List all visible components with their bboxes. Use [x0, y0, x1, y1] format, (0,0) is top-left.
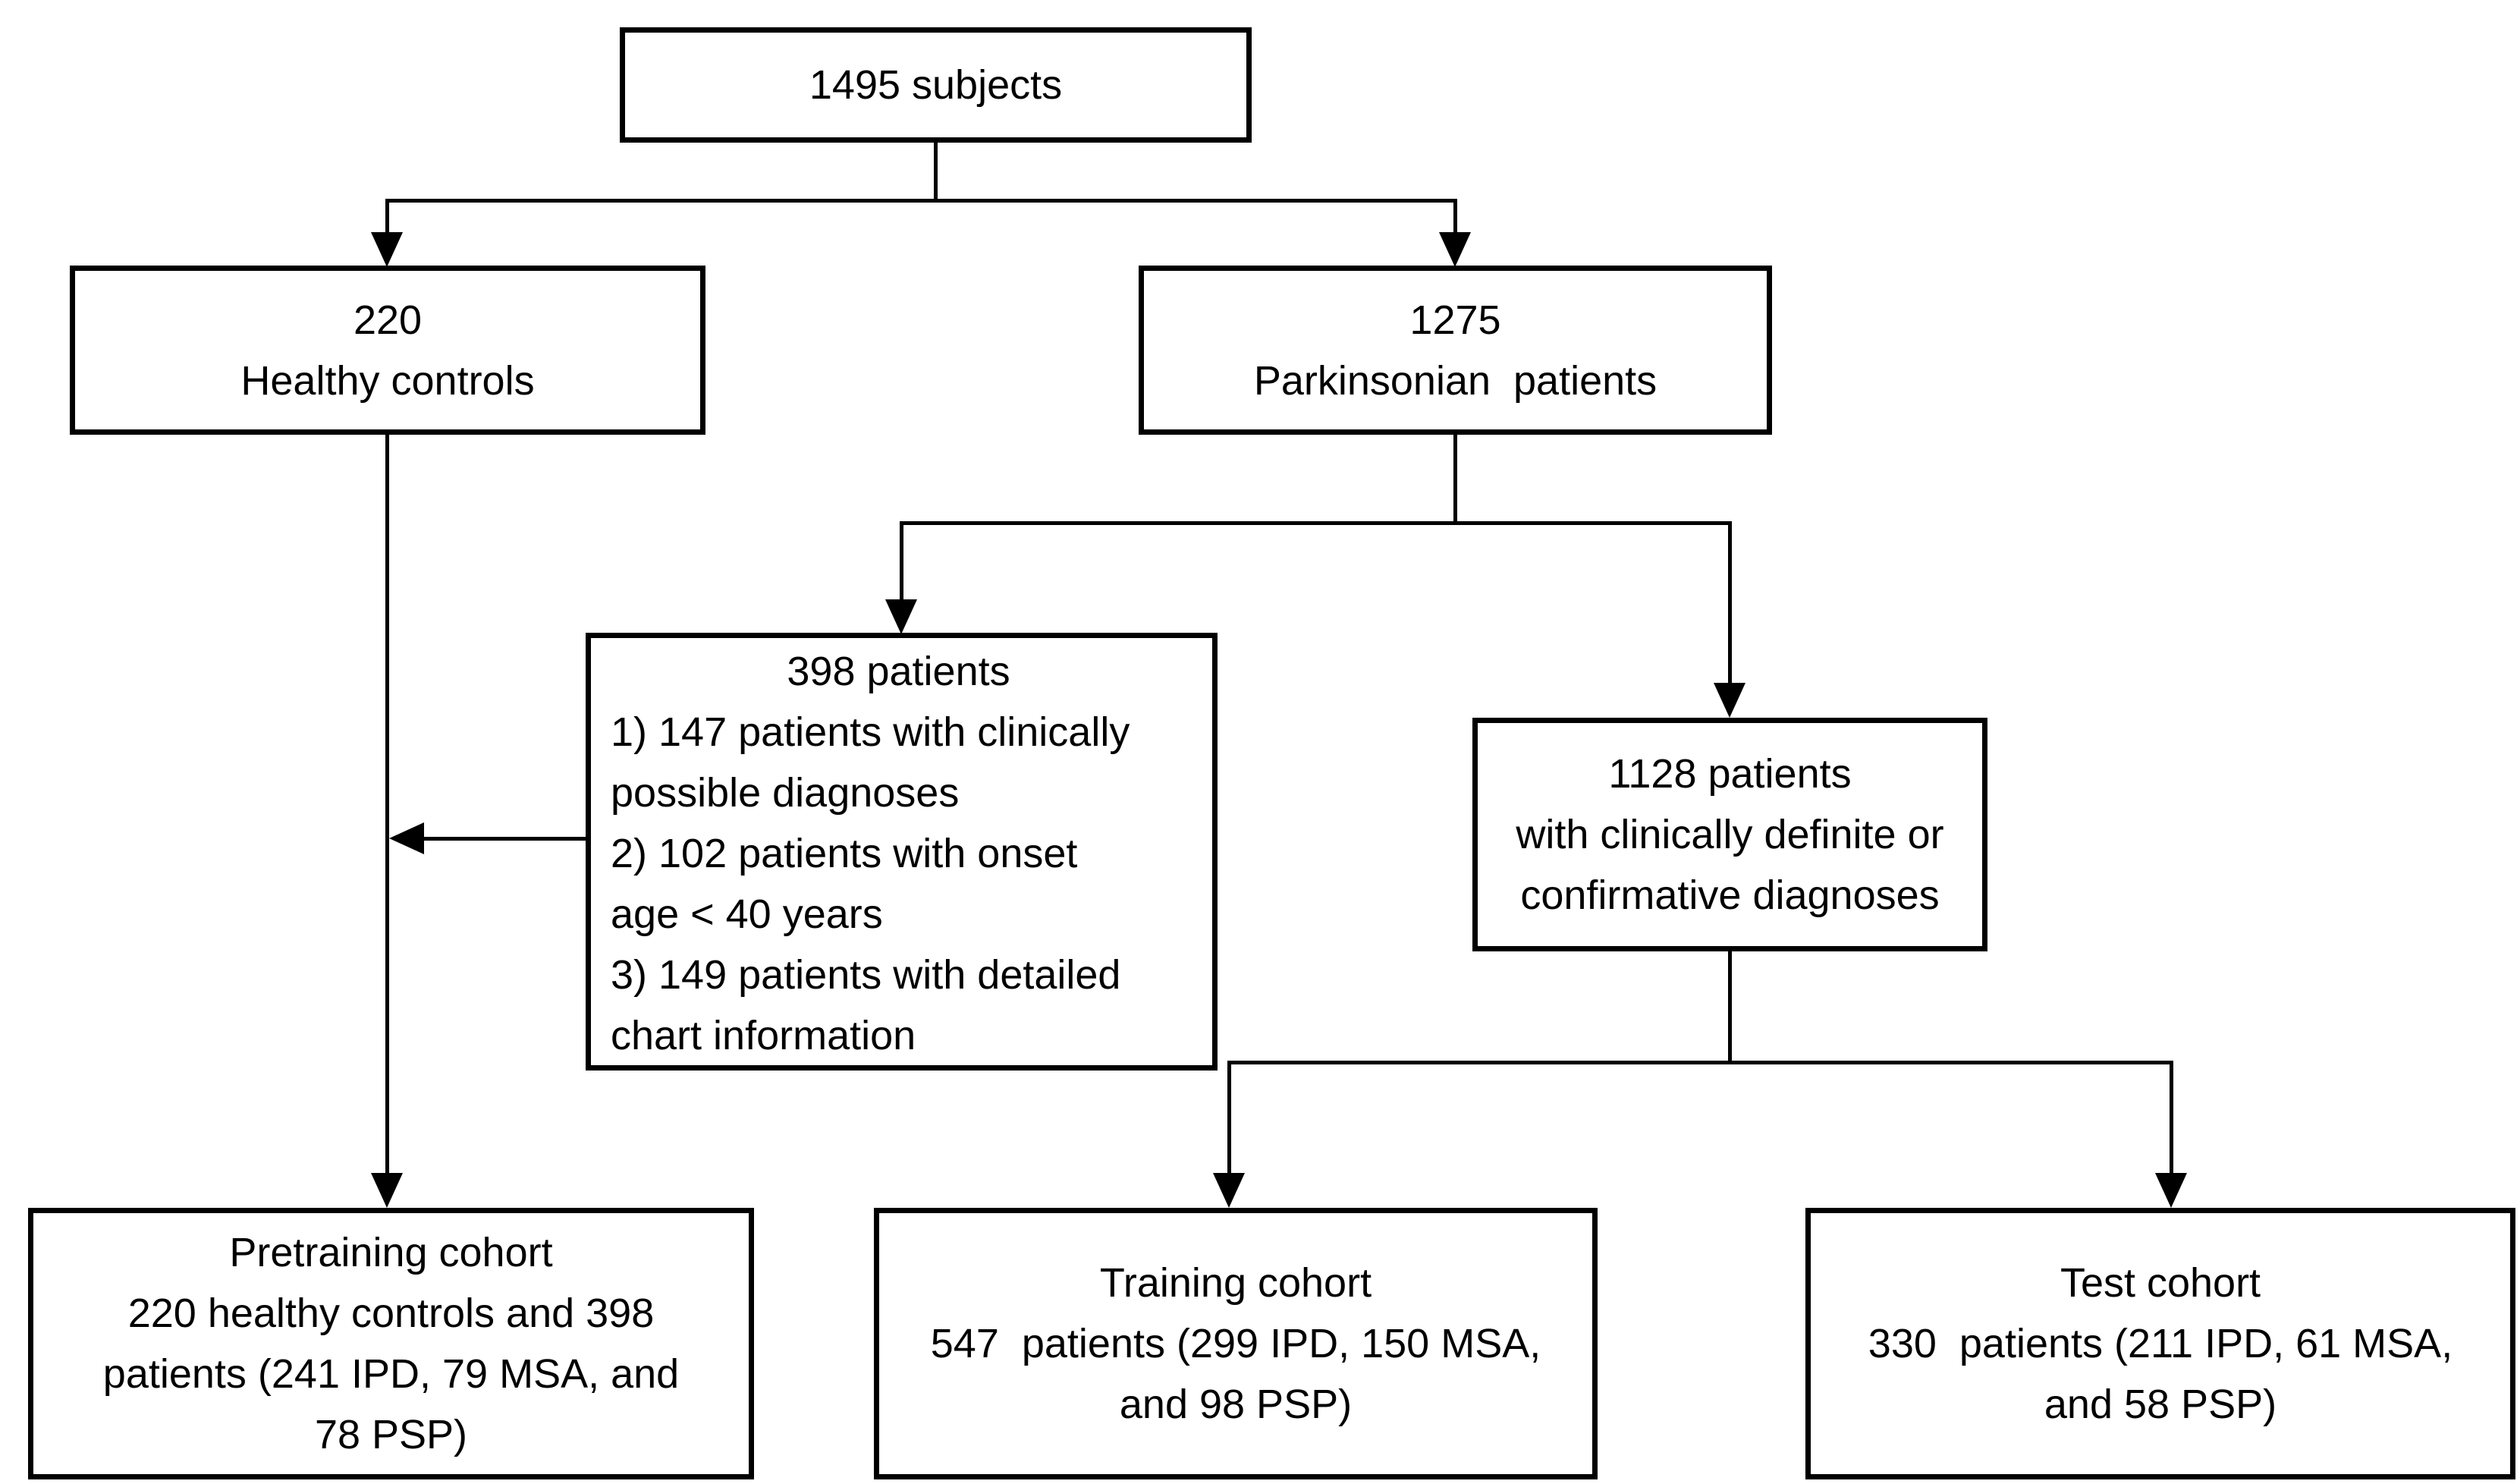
connector-to-excluded — [900, 521, 903, 605]
connector-healthy-to-pretraining — [385, 432, 389, 1177]
test-detail-1-text: 330 patients (211 IPD, 61 MSA, — [1868, 1321, 2453, 1366]
connector-subjects-stem — [934, 141, 938, 201]
arrow-down-definite-icon — [1714, 683, 1745, 718]
training-detail-1-text: 547 patients (299 IPD, 150 MSA, — [930, 1321, 1541, 1366]
connector-to-definite — [1728, 521, 1732, 688]
box-training-cohort: Training cohort 547 patients (299 IPD, 1… — [874, 1208, 1598, 1479]
excluded-count-text: 398 patients — [787, 649, 1010, 694]
training-detail-2-text: and 98 PSP) — [1119, 1382, 1353, 1427]
connector-split-2-horizontal — [900, 521, 1732, 525]
test-detail-2-text: and 58 PSP) — [2044, 1382, 2277, 1427]
parkinsonian-label-text: Parkinsonian patients — [1253, 357, 1657, 404]
box-healthy-controls: 220 Healthy controls — [70, 266, 705, 435]
connector-split-1-horizontal — [385, 199, 1456, 203]
pretraining-title-text: Pretraining cohort — [229, 1230, 553, 1275]
pretraining-detail-1-text: 220 healthy controls and 398 — [127, 1291, 655, 1336]
connector-definite-stem — [1728, 950, 1732, 1064]
connector-to-healthy — [385, 199, 389, 243]
arrow-down-parkinsonian-icon — [1439, 232, 1471, 267]
excluded-reason-3b-text: chart information — [611, 1013, 916, 1058]
excluded-reason-2b-text: age < 40 years — [611, 891, 883, 937]
connector-parkinsonian-stem — [1453, 432, 1457, 525]
connector-to-parkinsonian — [1453, 199, 1457, 243]
arrow-down-excluded-icon — [885, 599, 917, 634]
definite-label-1-text: with clinically definite or — [1516, 812, 1944, 857]
definite-label-2-text: confirmative diagnoses — [1520, 872, 1940, 918]
connector-excluded-to-pretraining — [394, 837, 586, 841]
arrow-down-training-icon — [1213, 1173, 1245, 1208]
pretraining-detail-3-text: 78 PSP) — [314, 1412, 468, 1457]
arrow-down-healthy-icon — [371, 232, 403, 267]
healthy-label-text: Healthy controls — [240, 357, 535, 404]
healthy-count-text: 220 — [353, 297, 423, 343]
box-all-subjects: 1495 subjects — [620, 27, 1252, 143]
box-excluded-patients: 398 patients 1) 147 patients with clinic… — [586, 633, 1218, 1071]
test-title-text: Test cohort — [2060, 1260, 2261, 1306]
box-pretraining-cohort: Pretraining cohort 220 healthy controls … — [28, 1208, 754, 1479]
arrow-down-pretraining-icon — [371, 1173, 403, 1208]
excluded-reason-1b-text: possible diagnoses — [611, 770, 960, 816]
box-parkinsonian-patients: 1275 Parkinsonian patients — [1139, 266, 1772, 435]
parkinsonian-count-text: 1275 — [1409, 297, 1501, 343]
arrow-left-excluded-icon — [389, 822, 424, 854]
connector-to-training — [1227, 1061, 1231, 1174]
connector-to-test — [2170, 1061, 2173, 1174]
definite-count-text: 1128 patients — [1608, 751, 1852, 797]
pretraining-detail-2-text: patients (241 IPD, 79 MSA, and — [102, 1351, 680, 1397]
box-test-cohort: Test cohort 330 patients (211 IPD, 61 MS… — [1805, 1208, 2515, 1479]
excluded-reason-3-text: 3) 149 patients with detailed — [611, 952, 1121, 998]
box-definite-diagnoses: 1128 patients with clinically definite o… — [1472, 718, 1987, 951]
arrow-down-test-icon — [2155, 1173, 2187, 1208]
excluded-reason-1-text: 1) 147 patients with clinically — [611, 709, 1130, 755]
training-title-text: Training cohort — [1099, 1260, 1372, 1306]
excluded-reason-2-text: 2) 102 patients with onset — [611, 831, 1078, 876]
connector-split-3-horizontal — [1227, 1061, 2173, 1064]
box-all-subjects-text: 1495 subjects — [809, 62, 1063, 108]
